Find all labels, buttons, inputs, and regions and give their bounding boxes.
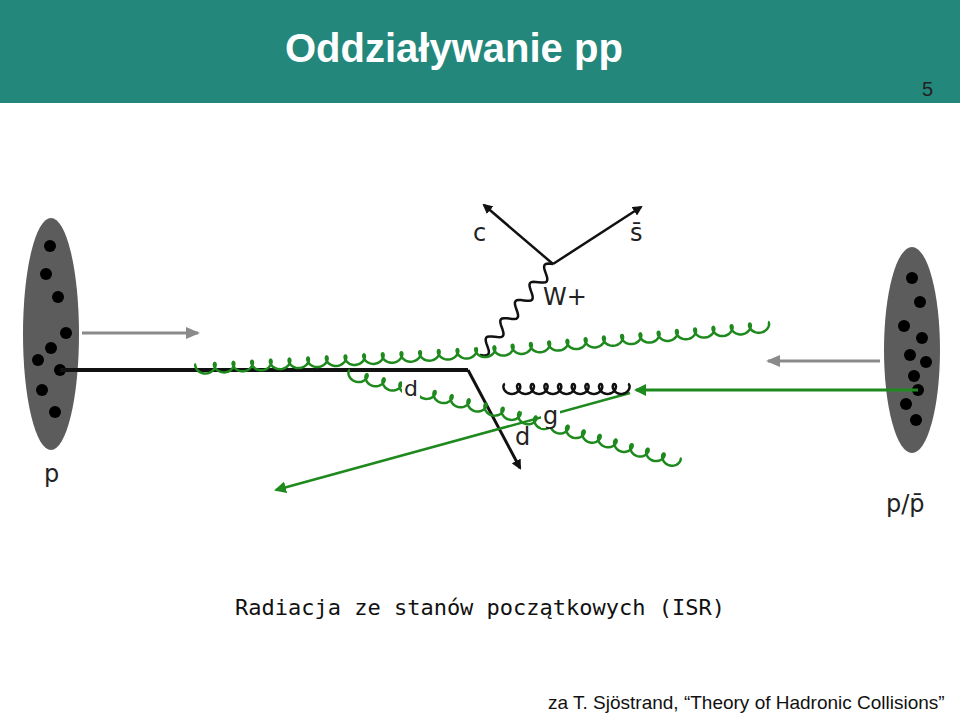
particle-label: s̄ (630, 221, 643, 245)
particle-label: c (473, 221, 486, 245)
particle-label: d (515, 425, 530, 449)
proton-left (23, 218, 79, 450)
particle-label: g (541, 404, 560, 428)
gluon-line (503, 384, 629, 394)
page-number: 5 (922, 79, 933, 99)
isr-gluon (195, 348, 477, 374)
slide-title: Oddziaływanie pp (285, 28, 623, 68)
source-credit: za T. Sjöstrand, “Theory of Hadronic Col… (548, 693, 945, 712)
slide-caption: Radiacja ze stanów początkowych (ISR) (0, 597, 960, 619)
beam-label: p (44, 462, 59, 486)
proton-right (884, 247, 940, 453)
beam-label: p/p̄ (886, 492, 925, 516)
isr-gluon (348, 370, 520, 420)
particle-label: d (402, 378, 420, 400)
particle-label: W+ (543, 285, 587, 309)
w-boson-line (480, 264, 553, 356)
isr-gluon (475, 322, 769, 357)
